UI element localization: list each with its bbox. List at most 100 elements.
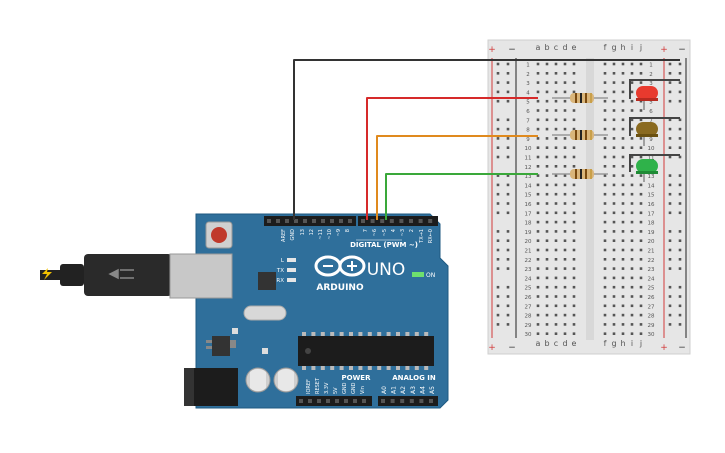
breadboard-hole [603,230,607,233]
chip-pin [320,366,325,370]
chip-pin [320,332,325,336]
pin6-wire[interactable] [376,135,538,220]
breadboard-hole [603,295,607,298]
components [552,79,680,182]
rail-hole [668,99,672,103]
breadboard-hole [639,323,643,326]
rail-hole [668,239,672,242]
breadboard-hole [554,267,558,270]
breadboard-hole [563,230,567,233]
header-hole [409,219,413,223]
breadboard-hole [572,109,576,112]
breadboard-hole [536,332,540,335]
pin5-wire[interactable] [385,173,538,220]
rail-hole [496,127,500,131]
breadboard-hole [545,304,549,308]
capacitor-1-top [250,368,266,392]
resistor-3[interactable] [552,169,608,179]
row-number: 5 [649,100,653,106]
power-label: POWER [342,374,372,382]
row-number: 28 [525,314,532,320]
indicator-led [287,258,296,262]
regulator-pin [206,340,212,343]
breadboard-hole [536,146,540,149]
pin7-wire[interactable] [366,97,538,220]
breadboard-hole [639,304,643,308]
breadboard-hole [603,165,607,168]
breadboard-hole [545,146,549,149]
breadboard-hole [612,211,616,215]
rail-hole [496,248,500,252]
breadboard-hole [612,220,616,224]
row-number: 7 [649,118,653,124]
usb-port [169,253,233,299]
breadboard-hole [545,137,549,140]
row-number: 13 [525,174,532,180]
breadboard-hole [612,118,616,122]
indicator-label: TX [276,268,284,274]
column-letter: a [536,43,541,52]
breadboard-hole [621,295,625,298]
analog-pin-label: A2 [400,386,407,394]
column-letter: g [611,43,616,52]
row-number: 17 [525,211,532,217]
lightning-icon [42,268,52,280]
breadboard-row-numbers: 1234567891011121314151617181920212223242… [525,63,655,339]
header-hole [330,219,334,223]
chip-pin [339,366,344,370]
breadboard-hole [545,99,549,103]
breadboard-hole [554,276,558,280]
rail-hole [668,285,672,289]
row-number: 17 [648,211,655,217]
rail-hole [506,267,510,270]
breadboard-hole [603,211,607,215]
dc-jack-edge [184,368,194,406]
digital-pin-label: 4 [391,229,397,232]
breadboard-hole [639,146,643,149]
smd-component [262,348,268,354]
breadboard-hole [621,165,625,168]
row-number: 9 [526,137,530,143]
breadboard-hole [639,81,643,84]
breadboard-hole [572,192,576,196]
breadboard-hole [536,155,540,159]
rail-hole [496,230,500,233]
breadboard-hole [639,192,643,196]
breadboard-hole [536,72,540,75]
rail-hole [668,202,672,205]
rail-hole [506,304,510,308]
breadboard-hole [603,62,607,66]
chip-pin [396,366,400,370]
resistor-1[interactable] [552,93,608,103]
breadboard-hole [572,295,576,298]
breadboard-hole [612,202,616,205]
rail-plus-label-tr: + [660,45,668,55]
resistor-2[interactable] [552,130,608,140]
digital-pin-label: ~3 [400,229,406,236]
breadboard-hole [563,72,567,75]
capacitor-2-top [278,368,294,392]
breadboard-hole [572,323,576,326]
red-led[interactable] [636,86,658,101]
row-number: 11 [525,156,532,162]
rail-plus-label-br: + [660,343,668,353]
yellow-led[interactable] [636,122,658,137]
breadboard-hole [630,202,634,205]
breadboard-hole [621,155,625,159]
resistor-1-band [590,93,592,103]
indicator-label: RX [276,278,284,284]
breadboard-hole [630,72,634,75]
gnd-wire[interactable] [293,59,680,220]
breadboard-hole [536,202,540,205]
breadboard-hole [612,285,616,289]
chip-pin [424,332,429,336]
breadboard-hole [554,239,558,242]
breadboard-hole [572,248,576,252]
breadboard-hole [603,155,607,159]
breadboard-hole [554,146,558,149]
chip-pin [358,332,363,336]
rail-hole [506,211,510,215]
rail-hole [496,192,500,196]
reset-button[interactable] [211,227,227,243]
green-led[interactable] [636,159,658,174]
